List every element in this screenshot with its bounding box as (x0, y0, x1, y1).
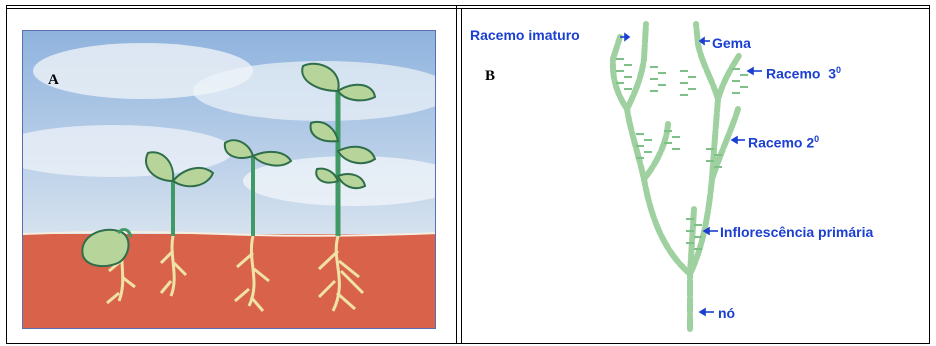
panel-b-letter: B (485, 68, 495, 85)
label-inflorescencia-primaria: Inflorescência primária (720, 224, 873, 240)
seedling-illustration (23, 31, 436, 329)
label-no: nó (718, 305, 735, 321)
label-racemo-imaturo: Racemo imaturo (470, 27, 580, 43)
inflorescence-diagram (462, 9, 930, 344)
label-gema: Gema (712, 35, 751, 51)
panel-b-illustration: Racemo imaturo Gema Racemo 30 Racemo 20 … (462, 9, 930, 344)
label-racemo-secundario: Racemo 20 (748, 134, 819, 151)
panel-a-illustration (22, 30, 436, 329)
panel-divider (456, 5, 457, 344)
label-racemo-terciario: Racemo 30 (766, 65, 841, 82)
panel-a-letter: A (48, 72, 59, 89)
